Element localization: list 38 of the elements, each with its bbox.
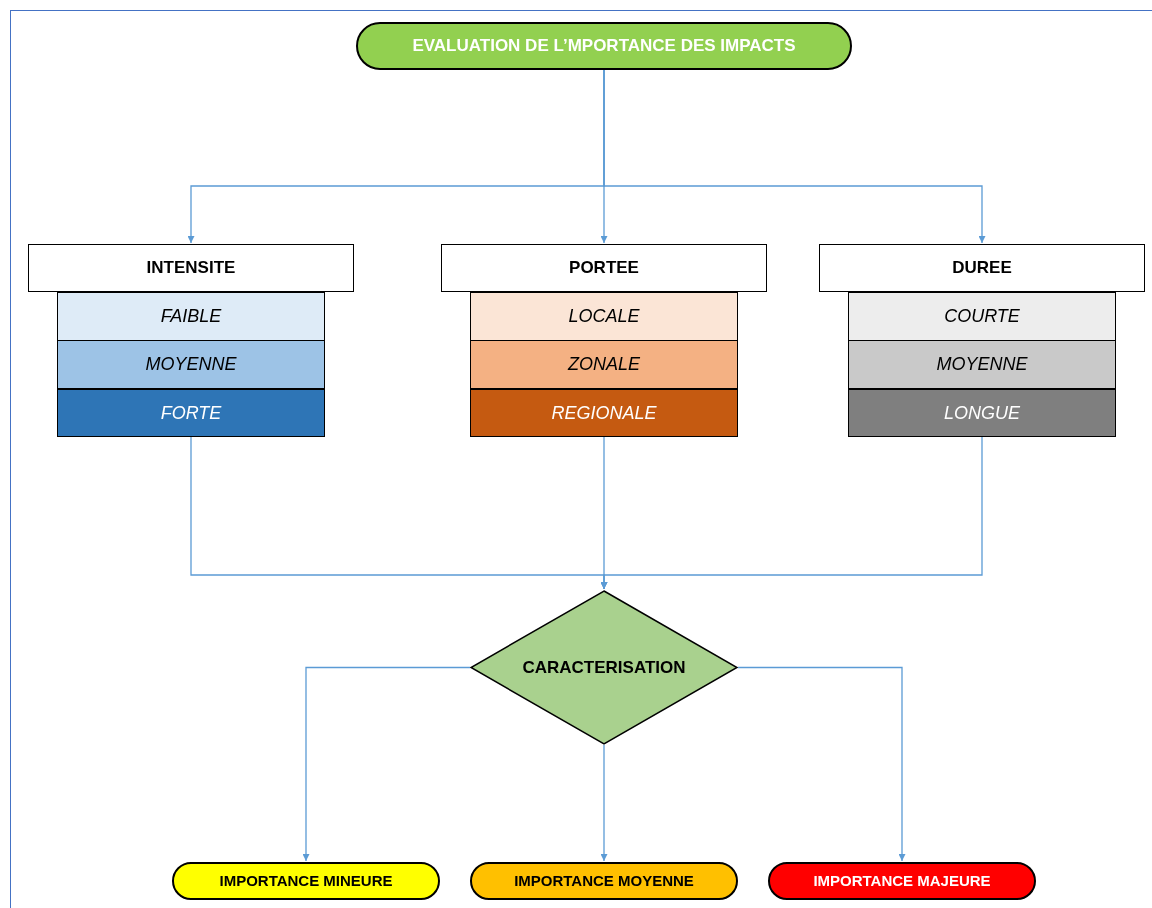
result-pill (768, 862, 1036, 900)
connector-arrow (302, 666, 471, 862)
node-text: REGIONALE (551, 401, 657, 425)
node-text: IMPORTANCE MINEURE (219, 870, 393, 891)
connector-arrow (600, 436, 983, 590)
level-box (470, 292, 738, 341)
category-box (441, 244, 767, 292)
result-pill (470, 862, 738, 900)
connector-arrow (737, 666, 906, 862)
level-box (57, 340, 325, 389)
node-text: INTENSITE (146, 257, 236, 280)
node-text: COURTE (944, 305, 1020, 328)
result-pill (172, 862, 440, 900)
node-text: PORTEE (569, 257, 639, 280)
connector-arrow (603, 69, 986, 244)
node-text: LOCALE (568, 305, 640, 328)
level-box (57, 292, 325, 341)
node-text: IMPORTANCE MAJEURE (813, 870, 991, 891)
node-text: CARACTERISATION (522, 656, 686, 679)
category-box (819, 244, 1145, 292)
node-text: MOYENNE (936, 353, 1028, 376)
connector-arrow (600, 744, 608, 862)
node-text: ZONALE (568, 353, 640, 376)
level-box (848, 292, 1116, 341)
level-box (848, 389, 1116, 437)
node-text: EVALUATION DE L’MPORTANCE DES IMPACTS (412, 35, 796, 58)
node-text: LONGUE (944, 401, 1020, 425)
level-box (848, 340, 1116, 389)
level-box (470, 340, 738, 389)
node-text: MOYENNE (145, 353, 237, 376)
category-box (28, 244, 354, 292)
node-text: FORTE (160, 401, 222, 425)
level-box (470, 389, 738, 437)
node-text: IMPORTANCE MOYENNE (514, 870, 694, 891)
start-pill (356, 22, 852, 70)
node-text: DUREE (952, 257, 1012, 280)
level-box (57, 389, 325, 437)
node-text: FAIBLE (160, 305, 222, 328)
